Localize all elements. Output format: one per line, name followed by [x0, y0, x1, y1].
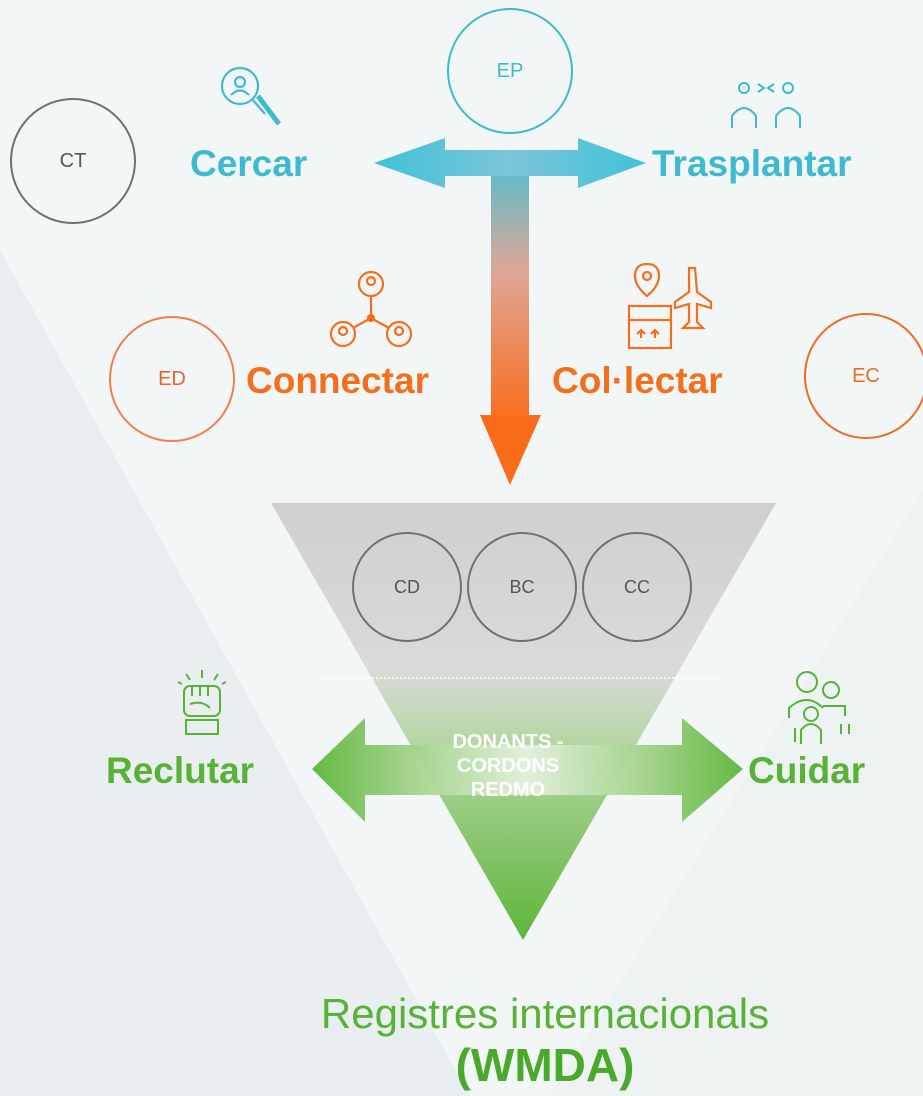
center-line-3: REDMO	[470, 779, 546, 801]
label-cercar: Cercar	[190, 143, 308, 184]
caregiver-icon	[788, 671, 850, 744]
green-double-arrow	[312, 718, 743, 822]
label-trasplantar: Trasplantar	[652, 143, 852, 184]
node-cd: CD	[352, 532, 462, 642]
node-cc: CC	[582, 532, 692, 642]
raised-fist-icon	[177, 670, 227, 735]
footer-subtitle: (WMDA)	[455, 1039, 635, 1091]
footer-title: Registres internacionals	[320, 990, 770, 1037]
center-line-1: DONANTS -	[452, 731, 564, 753]
collect-ship-icon	[627, 262, 713, 350]
background-right-panel	[550, 490, 923, 1096]
node-bc: BC	[467, 532, 577, 642]
background-left-panel	[0, 250, 470, 1096]
node-ec: EC	[804, 313, 923, 439]
node-ed: ED	[109, 316, 235, 442]
label-collectar: Col·lectar	[552, 360, 723, 401]
blue-double-arrow	[374, 138, 646, 188]
node-ep: EP	[447, 8, 573, 134]
node-ct: CT	[10, 98, 136, 224]
label-connectar: Connectar	[246, 360, 429, 401]
transfer-people-icon	[731, 82, 801, 128]
funnel-center-text: DONANTS - CORDONS REDMO	[418, 730, 598, 802]
label-reclutar: Reclutar	[106, 750, 255, 791]
vertical-arrow-shaft	[491, 150, 529, 422]
center-line-2: CORDONS	[456, 755, 560, 777]
vertical-arrow-head	[480, 415, 541, 485]
label-cuidar: Cuidar	[748, 750, 866, 791]
network-people-icon	[329, 270, 413, 348]
search-person-icon	[220, 66, 281, 126]
